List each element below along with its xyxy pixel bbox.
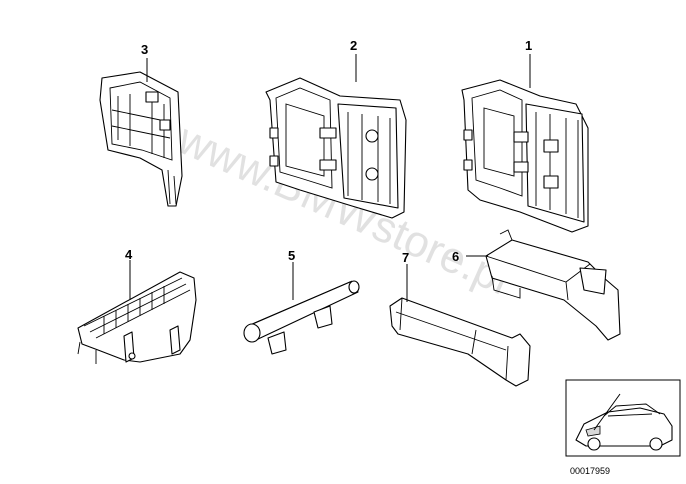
callout-5: 5: [288, 248, 295, 263]
callout-3: 3: [141, 42, 148, 57]
car-location-thumbnail: [565, 379, 681, 457]
thumbnail-part-number: 00017959: [570, 466, 610, 476]
part-6-holder[interactable]: [485, 229, 621, 341]
callout-7: 7: [402, 250, 409, 265]
part-7-cover[interactable]: [389, 297, 531, 387]
part-5-holder-tube[interactable]: [243, 280, 360, 355]
part-1-relay-carrier[interactable]: [461, 79, 589, 233]
callout-2: 2: [350, 38, 357, 53]
callout-4: 4: [125, 247, 133, 262]
part-4-cover[interactable]: [77, 271, 197, 364]
callout-1: 1: [525, 38, 532, 53]
part-2-relay-carrier[interactable]: [265, 77, 407, 219]
part-3-bracket[interactable]: [99, 71, 183, 207]
callout-6: 6: [452, 249, 459, 264]
